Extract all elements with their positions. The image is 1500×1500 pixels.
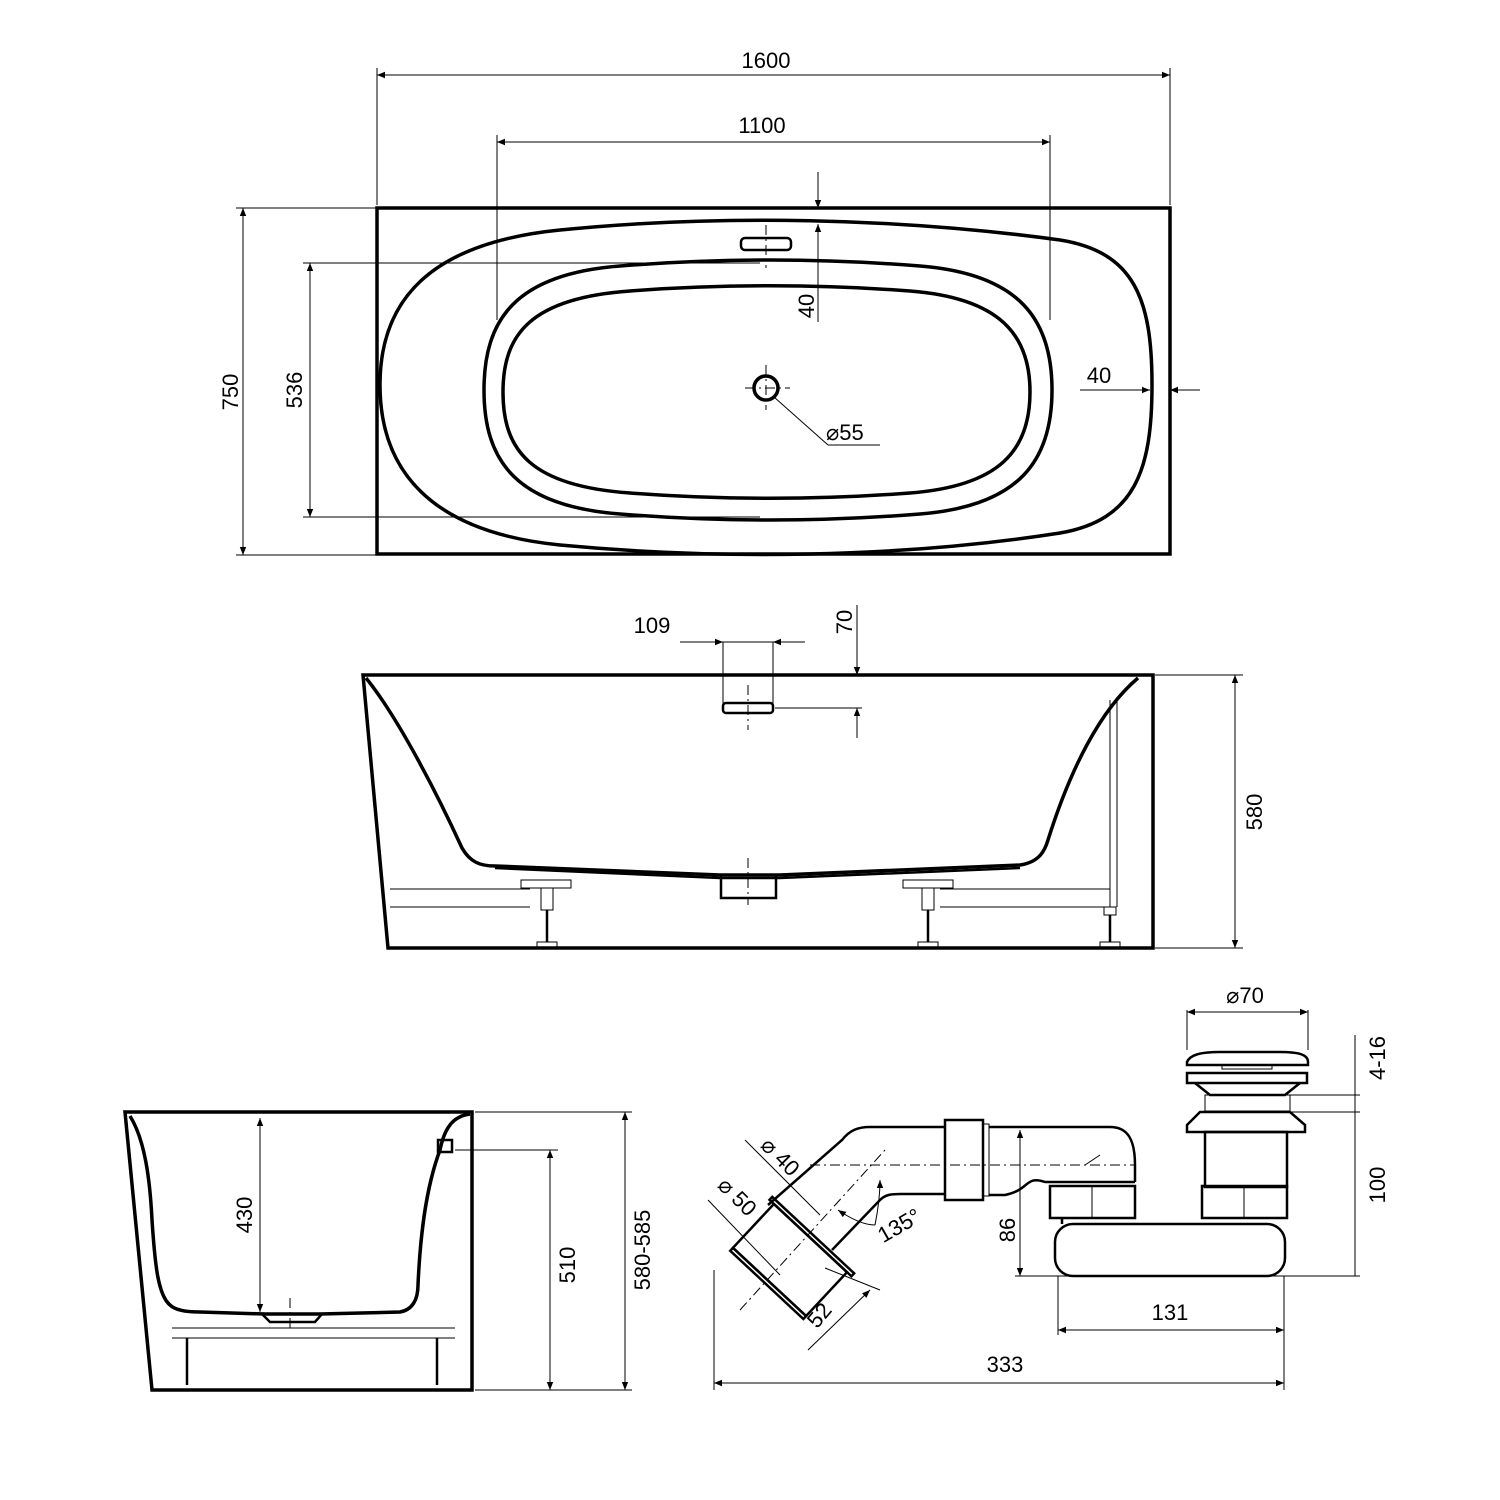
tub-end-bowl [128,1112,471,1316]
dim-total-length-drain: 333 [987,1352,1024,1377]
dim-angle: 135° [873,1203,925,1247]
plug-flange [1185,1071,1309,1085]
top-view: 1600 1100 750 536 40 40 ⌀55 [218,48,1200,557]
union-nut [943,1118,985,1202]
tub-bowl-oval [501,284,1032,500]
dim-rim-side: 40 [1087,363,1111,388]
outlet-sleeve [728,1195,856,1321]
dim-side-height: 580 [1242,794,1267,831]
adjustable-foot [902,879,954,949]
dim-outlet-inner-diameter: ⌀ 40 [756,1132,805,1181]
side-view: 109 70 580 [361,605,1267,950]
dim-total-height: 100 [1365,1167,1390,1204]
adjustable-foot [520,879,572,949]
plug-cap [1185,1050,1310,1067]
adjustable-foot [1099,906,1121,949]
dim-drain-diameter: ⌀55 [826,420,864,445]
dim-total-length: 1600 [742,48,791,73]
dim-plug-diameter: ⌀70 [1226,983,1264,1008]
dim-plug-lift: 4-16 [1365,1036,1390,1080]
dim-overflow-width: 109 [634,613,671,638]
angled-pipe [767,1125,945,1206]
dim-inner-length: 1100 [738,113,785,138]
trap-body [1053,1222,1287,1278]
dim-inner-width: 536 [282,372,307,409]
tub-outer-oval [378,218,1154,557]
dim-outlet-outer-diameter: ⌀ 50 [713,1172,762,1221]
tub-rim-oval [482,258,1054,522]
dim-overflow-offset: 70 [832,610,857,634]
dim-height-range: 580-585 [630,1210,655,1291]
dim-overflow-height: 510 [555,1247,580,1284]
end-view: 430 510 580-585 [123,1110,655,1392]
tub-side-bowl [364,676,1140,877]
dim-inner-depth: 430 [232,1197,257,1234]
dim-trap-width: 131 [1152,1300,1189,1325]
dim-trap-height: 86 [995,1218,1020,1242]
dim-rim-top: 40 [794,294,819,318]
elbow-pipe [989,1125,1137,1182]
drain-set: ⌀70 4-16 100 86 131 333 52 ⌀ 40 ⌀ 50 135… [707,983,1390,1390]
dim-total-width: 750 [218,374,243,411]
tub-side-outline [361,673,1155,950]
tub-end-outline [123,1110,474,1392]
